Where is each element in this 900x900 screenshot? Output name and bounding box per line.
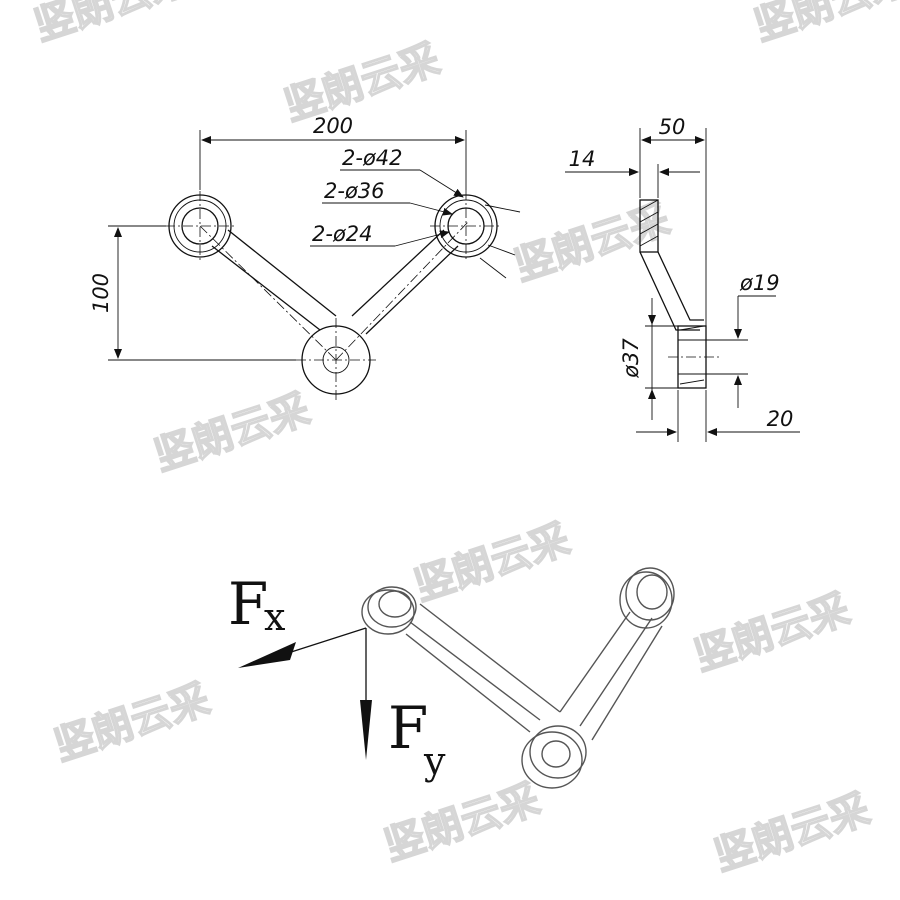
watermark-text: 竖朗云采 bbox=[49, 676, 215, 769]
hub-center bbox=[296, 318, 376, 402]
callout-phi36: 2-ø36 bbox=[324, 179, 385, 203]
iso-bottom-ring bbox=[521, 725, 587, 789]
hub-right bbox=[430, 190, 502, 262]
force-y-main: F bbox=[388, 694, 428, 762]
watermark-text: 竖朗云采 bbox=[379, 776, 545, 869]
side-top-boss bbox=[639, 199, 659, 253]
force-x-main: F bbox=[228, 570, 268, 638]
dimension-50: 50 bbox=[639, 115, 707, 326]
callout-phi24: 2-ø24 bbox=[312, 222, 373, 246]
watermark-text: 竖朗云采 bbox=[749, 0, 900, 50]
dim-height-label: 100 bbox=[89, 273, 113, 313]
dim-total-label: 50 bbox=[659, 115, 686, 139]
dim-width-label: 200 bbox=[313, 114, 353, 138]
dimension-phi19: ø19 bbox=[706, 271, 780, 408]
iso-right-ring bbox=[619, 567, 675, 629]
dimension-20: 20 bbox=[636, 390, 800, 442]
force-x-arrow: F x bbox=[228, 570, 367, 668]
top-view: 200 100 2-ø42 2-ø36 2-ø24 bbox=[89, 114, 521, 402]
iso-right-arm bbox=[559, 611, 663, 741]
watermark-text: 竖朗云采 bbox=[689, 586, 855, 679]
side-bottom-boss bbox=[668, 325, 720, 389]
side-arm bbox=[639, 251, 704, 331]
dimension-200: 200 bbox=[199, 114, 467, 190]
dim-top-label: 14 bbox=[569, 147, 596, 171]
dimension-14: 14 bbox=[565, 147, 700, 198]
side-view: 50 14 ø19 ø37 bbox=[565, 115, 800, 442]
dim-hole-label: ø19 bbox=[739, 271, 780, 295]
spider-arms bbox=[199, 221, 469, 361]
diameter-callouts: 2-ø42 2-ø36 2-ø24 bbox=[310, 146, 521, 279]
watermark-text: 竖朗云采 bbox=[149, 386, 315, 479]
dim-bottom-label: 20 bbox=[767, 407, 794, 431]
callout-phi42: 2-ø42 bbox=[342, 146, 403, 170]
force-y-sub: y bbox=[423, 739, 446, 783]
watermark-text: 竖朗云采 bbox=[29, 0, 195, 50]
dimension-100: 100 bbox=[89, 225, 296, 361]
watermark-text: 竖朗云采 bbox=[709, 786, 875, 879]
iso-left-ring bbox=[361, 586, 417, 635]
dimension-phi37: ø37 bbox=[619, 298, 678, 420]
force-x-sub: x bbox=[264, 595, 285, 639]
dim-boss-label: ø37 bbox=[619, 338, 643, 379]
watermark-text: 竖朗云采 bbox=[409, 516, 575, 609]
isometric-view: F x F y bbox=[228, 567, 675, 789]
watermark-layer: 竖朗云采 竖朗云采 竖朗云采 竖朗云采 竖朗云采 竖朗云采 竖朗云采 竖朗云采 … bbox=[28, 0, 900, 880]
force-y-arrow: F y bbox=[360, 628, 446, 783]
watermark-text: 竖朗云采 bbox=[279, 36, 445, 129]
hub-left bbox=[165, 191, 235, 261]
iso-left-arm bbox=[405, 603, 561, 733]
